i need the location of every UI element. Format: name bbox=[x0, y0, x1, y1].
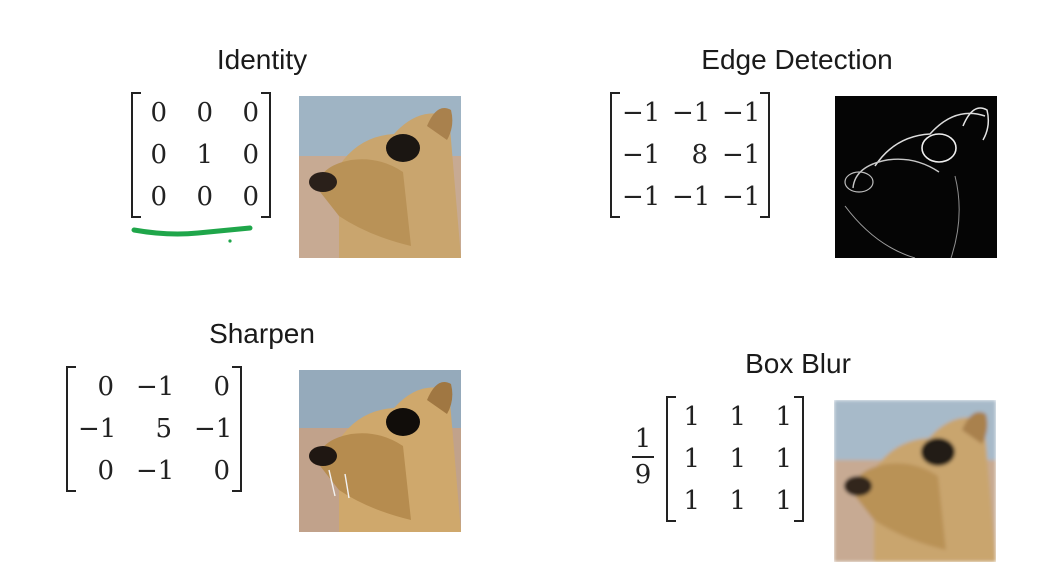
edge-detection-matrix: −1 −1 −1 −1 8 −1 −1 −1 −1 bbox=[610, 92, 770, 218]
sharpen-title: Sharpen bbox=[209, 318, 315, 349]
matrix-cell: −1 bbox=[622, 98, 661, 128]
box-blur-title: Box Blur bbox=[745, 348, 851, 379]
matrix-cell: 0 bbox=[213, 372, 230, 402]
matrix-cell: 1 bbox=[683, 486, 700, 516]
right-bracket bbox=[794, 396, 804, 522]
matrix-cell: 0 bbox=[97, 456, 114, 486]
matrix-cell: 1 bbox=[729, 444, 746, 474]
left-bracket bbox=[66, 366, 76, 492]
matrix-cell: −1 bbox=[722, 140, 761, 170]
matrix-cell: 0 bbox=[150, 98, 167, 128]
matrix-cell: 8 bbox=[691, 140, 708, 170]
matrix-cell: 5 bbox=[155, 414, 172, 444]
matrix-cell: 0 bbox=[150, 140, 167, 170]
matrix-cell: 0 bbox=[242, 182, 259, 212]
matrix-cell: −1 bbox=[722, 182, 761, 212]
matrix-cell: 1 bbox=[683, 444, 700, 474]
matrix-cell: 1 bbox=[729, 402, 746, 432]
matrix-cell: −1 bbox=[136, 372, 175, 402]
matrix-cell: −1 bbox=[672, 98, 711, 128]
edge-detection-animal-photo bbox=[835, 96, 997, 258]
matrix-cell: 1 bbox=[775, 402, 792, 432]
right-bracket bbox=[232, 366, 242, 492]
left-bracket bbox=[610, 92, 620, 218]
identity-title: Identity bbox=[216, 44, 308, 75]
identity-matrix: 0 0 0 0 1 0 0 0 0 bbox=[131, 92, 271, 218]
left-bracket bbox=[666, 396, 676, 522]
matrix-cell: 0 bbox=[196, 182, 213, 212]
matrix-cell: 1 bbox=[729, 486, 746, 516]
matrix-cell: 0 bbox=[242, 98, 259, 128]
box-blur-coefficient: 1 9 bbox=[632, 424, 654, 490]
matrix-cell: 1 bbox=[775, 486, 792, 516]
right-bracket bbox=[261, 92, 271, 218]
matrix-cell: −1 bbox=[136, 456, 175, 486]
matrix-cell: −1 bbox=[194, 414, 233, 444]
matrix-cell: 1 bbox=[683, 402, 700, 432]
matrix-cell: −1 bbox=[672, 182, 711, 212]
sharpen-animal-photo bbox=[299, 370, 461, 532]
matrix-cell: 0 bbox=[242, 140, 259, 170]
fraction-bar bbox=[632, 456, 654, 458]
coefficient-numerator: 1 bbox=[634, 424, 652, 454]
edge-detection-title: Edge Detection bbox=[701, 44, 893, 75]
matrix-cell: 0 bbox=[150, 182, 167, 212]
matrix-cell: −1 bbox=[722, 98, 761, 128]
matrix-cell: 0 bbox=[97, 372, 114, 402]
matrix-cell: 1 bbox=[775, 444, 792, 474]
box-blur-animal-photo bbox=[834, 400, 996, 562]
right-bracket bbox=[760, 92, 770, 218]
box-blur-matrix: 1 1 1 1 1 1 1 1 1 bbox=[666, 396, 804, 522]
matrix-cell: 1 bbox=[196, 140, 213, 170]
matrix-cell: −1 bbox=[622, 182, 661, 212]
left-bracket bbox=[131, 92, 141, 218]
matrix-cell: −1 bbox=[622, 140, 661, 170]
green-underline-annotation bbox=[131, 225, 253, 243]
coefficient-denominator: 9 bbox=[634, 460, 652, 490]
identity-animal-photo bbox=[299, 96, 461, 258]
matrix-cell: 0 bbox=[196, 98, 213, 128]
matrix-cell: −1 bbox=[78, 414, 117, 444]
sharpen-matrix: 0 −1 0 −1 5 −1 0 −1 0 bbox=[66, 366, 242, 492]
matrix-cell: 0 bbox=[213, 456, 230, 486]
